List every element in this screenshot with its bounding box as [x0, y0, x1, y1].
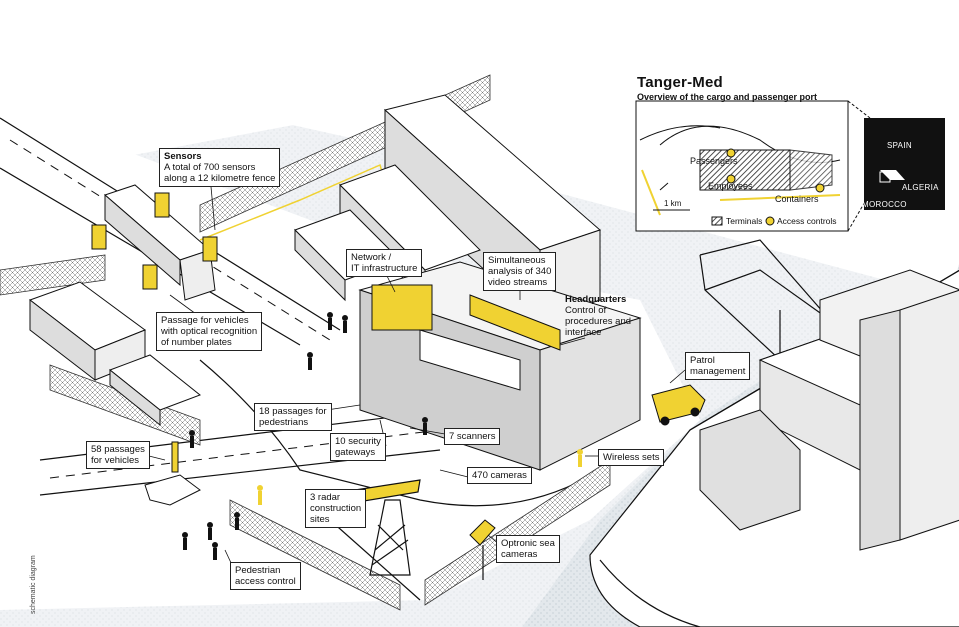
patrol-line2: management: [690, 366, 746, 377]
network-line1: Network /: [351, 252, 392, 263]
wireless-text: Wireless sets: [603, 452, 660, 463]
callout-pedestrian-passages: 18 passages for pedestrians: [254, 403, 332, 431]
ocr-line3: of number plates: [161, 337, 232, 348]
country-algeria: ALGERIA: [902, 183, 939, 192]
sensors-title: Sensors: [164, 151, 202, 162]
callout-security-gateways: 10 security gateways: [330, 433, 386, 461]
callout-vehicle-ocr: Passage for vehicles with optical recogn…: [156, 312, 263, 351]
container-stacks: [28, 94, 601, 427]
ped18-line2: pedestrians: [259, 417, 309, 428]
callout-patrol: Patrol management: [685, 352, 751, 380]
optronic-line1: Optronic sea: [501, 538, 555, 549]
page-title: Tanger-Med: [637, 74, 723, 91]
pedestrians: [182, 312, 583, 560]
callout-wireless: Wireless sets: [598, 449, 665, 466]
callout-radar: 3 radar construction sites: [305, 489, 367, 528]
radar-line2: construction: [310, 503, 362, 514]
callout-optronic: Optronic sea cameras: [496, 535, 560, 563]
gateways-line2: gateways: [335, 447, 376, 458]
callout-video-analysis: Simultaneous analysis of 340 video strea…: [483, 252, 557, 291]
country-morocco: MOROCCO: [862, 200, 907, 209]
pedctrl-line1: Pedestrian: [235, 565, 281, 576]
ocr-line2: with optical recognition: [161, 326, 258, 337]
veh58-line2: for vehicles: [91, 455, 140, 466]
scanner-vehicle: [144, 441, 201, 506]
callout-vehicle-passages: 58 passages for vehicles: [86, 441, 150, 469]
country-spain: SPAIN: [887, 141, 912, 150]
map-label-employees: Employees: [708, 181, 753, 191]
map-scale: 1 km: [664, 199, 682, 208]
inset-map: [635, 100, 945, 232]
optronic-camera: [469, 519, 496, 580]
callout-scanners: 7 scanners: [444, 428, 501, 445]
callout-network: Network / IT infrastructure: [346, 249, 423, 277]
hq-line1: Control of: [565, 305, 607, 316]
video-line2: analysis of 340: [488, 266, 552, 277]
video-line1: Simultaneous: [488, 255, 546, 266]
legend-access-controls: Access controls: [777, 216, 837, 226]
sensors-line1: A total of 700 sensors: [164, 162, 256, 173]
video-line3: video streams: [488, 277, 548, 288]
patrol-car: [651, 384, 706, 426]
title-block: Tanger-Med Overview of the cargo and pas…: [637, 74, 817, 102]
pedctrl-line2: access control: [235, 576, 296, 587]
optronic-line2: cameras: [501, 549, 538, 560]
legend-terminals: Terminals: [726, 216, 763, 226]
ship-containers: [699, 269, 959, 551]
ped18-line1: 18 passages for: [259, 406, 327, 417]
map-label-passengers: Passengers: [690, 156, 738, 166]
hq-title: Headquarters: [565, 294, 627, 305]
patrol-line1: Patrol: [690, 355, 715, 366]
hq-line3: interface: [565, 327, 602, 338]
map-label-containers: Containers: [775, 194, 819, 204]
page-subtitle: Overview of the cargo and passenger port: [637, 92, 818, 102]
radar-line1: 3 radar: [310, 492, 341, 503]
schematic-note: schematic diagram: [30, 555, 37, 614]
callout-pedestrian-control: Pedestrian access control: [230, 562, 301, 590]
ocr-line1: Passage for vehicles: [161, 315, 249, 326]
truck: [91, 184, 218, 301]
network-line2: IT infrastructure: [351, 263, 418, 274]
callout-headquarters: Headquarters Control of procedures and i…: [561, 292, 635, 340]
sensors-line2: along a 12 kilometre fence: [164, 173, 276, 184]
callout-cameras: 470 cameras: [467, 467, 532, 484]
scanners-text: 7 scanners: [449, 431, 496, 442]
callout-sensors: Sensors A total of 700 sensors along a 1…: [159, 148, 281, 187]
veh58-line1: 58 passages: [91, 444, 145, 455]
radar-line3: sites: [310, 514, 330, 525]
cameras-text: 470 cameras: [472, 470, 527, 481]
gateways-line1: 10 security: [335, 436, 381, 447]
headquarters-building: [358, 261, 642, 471]
hq-line2: procedures and: [565, 316, 632, 327]
